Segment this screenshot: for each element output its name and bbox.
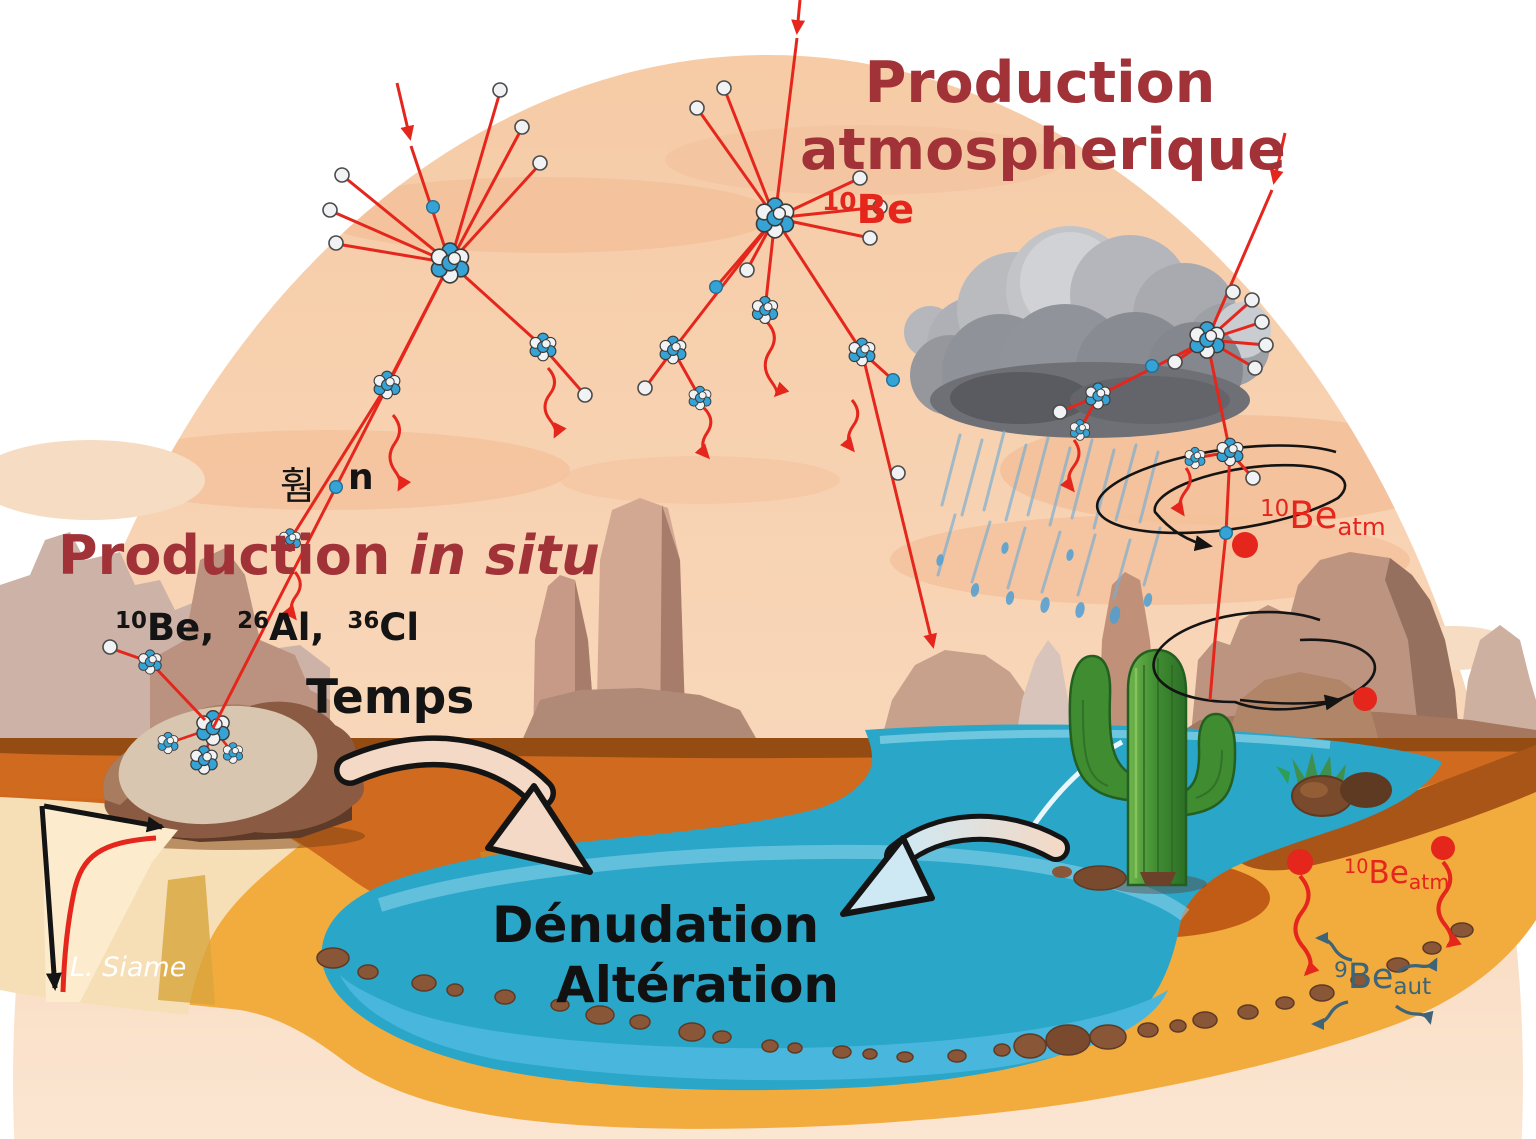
isotope-cl36: 36Cl bbox=[347, 606, 420, 649]
neutron-dot bbox=[329, 480, 343, 494]
be10-atm-deposited-dot bbox=[1353, 687, 1377, 711]
label-be10: 10Be bbox=[822, 187, 915, 233]
erosion-arrow-head bbox=[485, 783, 593, 875]
cascade-right bbox=[1052, 132, 1377, 711]
depth-axis-arrow bbox=[39, 805, 62, 991]
label-time: Temps bbox=[306, 670, 475, 725]
aerosol-spirals bbox=[1095, 444, 1377, 711]
surface-axis-arrow bbox=[43, 803, 165, 833]
isotope-al26: 26Al, bbox=[237, 606, 325, 649]
label-denudation: Dénudation bbox=[492, 896, 820, 954]
label-neutron: n bbox=[348, 457, 374, 498]
title-atmospheric-line1: Production bbox=[864, 50, 1216, 116]
label-be10-atm-upper: 10Beatm bbox=[1260, 494, 1386, 541]
raindrops bbox=[936, 542, 1153, 624]
title-atmospheric-line2: atmospherique bbox=[800, 117, 1286, 184]
desert-bush-rocks bbox=[1276, 752, 1392, 817]
boulder-with-nuclei bbox=[95, 701, 365, 850]
erosion-arrow-head bbox=[840, 835, 935, 917]
depth-production-inset bbox=[39, 803, 178, 1002]
label-insitu-isotopes: 10Be, 26Al, 36Cl bbox=[115, 606, 429, 649]
label-be10-atm-lower: 10Beatm bbox=[1344, 855, 1450, 894]
isotope-be10: 10Be, bbox=[115, 606, 215, 649]
erosion-arrows bbox=[334, 735, 1070, 917]
title-atmospheric-production: Production atmospherique bbox=[800, 50, 1286, 185]
haze-blob bbox=[0, 440, 205, 520]
author-credit: L. Siame bbox=[70, 952, 187, 983]
muon-symbol: 훰 bbox=[280, 464, 315, 508]
soil-isotope-exchange bbox=[1287, 836, 1462, 1030]
be10-atm-falling-dot bbox=[1232, 532, 1258, 558]
label-be9-authigenic: 9Beaut bbox=[1334, 957, 1432, 1001]
saguaro-cactus bbox=[1052, 648, 1237, 894]
label-alteration: Altération bbox=[556, 956, 840, 1014]
production-depth-curve bbox=[60, 835, 157, 993]
cascade-center bbox=[637, 0, 937, 649]
cascade-left bbox=[102, 82, 593, 729]
title-insitu-production: Production in situ bbox=[58, 524, 600, 587]
bank-pebbles bbox=[316, 922, 1474, 1063]
